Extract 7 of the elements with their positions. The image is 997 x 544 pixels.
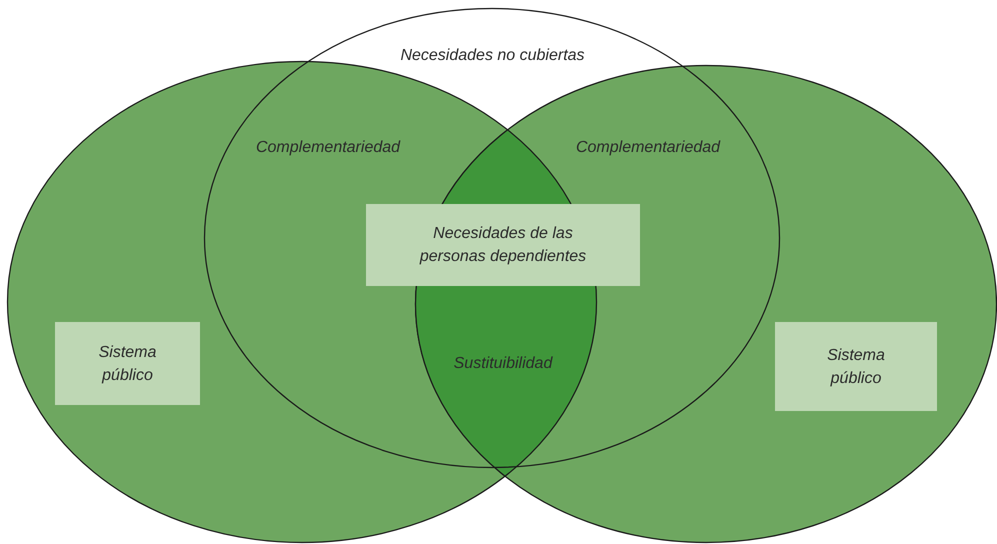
label-box: Sistema público — [55, 322, 200, 405]
region-label: Complementariedad — [254, 138, 402, 158]
label-box: Sistema público — [775, 322, 937, 411]
region-label: Necesidades no cubiertas — [399, 46, 586, 66]
label-box: Necesidades de las personas dependientes — [366, 204, 640, 286]
region-label: Sustituibilidad — [452, 354, 554, 374]
region-label: Complementariedad — [574, 138, 722, 158]
